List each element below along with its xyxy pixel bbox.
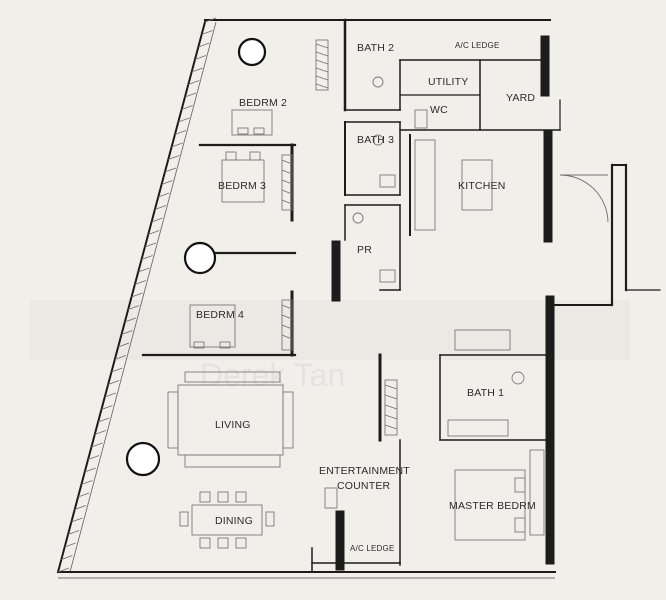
facade-hatch-line xyxy=(181,105,193,110)
label-ac-ledge-bottom: A/C LEDGE xyxy=(350,544,394,553)
label-dining: DINING xyxy=(215,515,253,527)
facade-hatch-line xyxy=(201,30,213,35)
facade-hatch-line xyxy=(171,142,183,148)
label-entertainment-counter: COUNTER xyxy=(337,480,391,492)
facade-hatching xyxy=(57,17,217,573)
column-circle xyxy=(125,441,161,477)
facade-hatch-line xyxy=(148,230,160,235)
watermark-text: Derek Tan xyxy=(200,357,345,393)
wardrobes xyxy=(281,39,545,536)
facade-hatch-line xyxy=(101,405,113,410)
facade-hatch-line xyxy=(204,17,217,23)
facade-hatch-line xyxy=(117,342,130,348)
facade-hatch-line xyxy=(191,67,203,73)
facade-hatch-line xyxy=(131,292,143,298)
label-bath3: BATH 3 xyxy=(357,134,394,146)
facade-hatch-line xyxy=(141,255,153,260)
facade-hatch-line xyxy=(111,367,123,373)
facade-hatch-line xyxy=(188,80,200,85)
facade-hatch-line xyxy=(158,192,170,198)
watermark-band: Derek Tan xyxy=(30,300,630,393)
label-bedrm2: BEDRM 2 xyxy=(239,97,287,109)
label-yard: YARD xyxy=(506,92,535,104)
label-wc: WC xyxy=(430,104,448,116)
facade-hatch-line xyxy=(104,392,116,398)
facade-hatch-line xyxy=(194,55,207,60)
facade-hatch-line xyxy=(121,330,133,335)
facade-hatch-line xyxy=(71,517,83,523)
column-circle xyxy=(237,37,267,67)
label-bath1: BATH 1 xyxy=(467,387,504,399)
facade-hatch-line xyxy=(114,355,126,360)
facade-hatch-line xyxy=(164,167,177,173)
facade-hatch-line xyxy=(128,305,140,310)
facade-hatch-line xyxy=(144,242,157,248)
facade-hatch-line xyxy=(168,155,180,160)
facade-hatch-line xyxy=(74,505,86,510)
label-ac-ledge-top: A/C LEDGE xyxy=(455,41,499,50)
facade-hatch-line xyxy=(184,92,197,98)
facade-hatch-line xyxy=(64,542,76,548)
facade-hatch-line xyxy=(174,130,187,135)
label-living: LIVING xyxy=(215,419,251,431)
facade-hatch-line xyxy=(67,530,80,535)
columns xyxy=(125,37,267,477)
facade-hatch-line xyxy=(107,380,120,385)
label-kitchen: KITCHEN xyxy=(458,180,506,192)
facade-hatch-line xyxy=(178,117,190,123)
facade-hatch-line xyxy=(161,180,173,185)
label-pr: PR xyxy=(357,244,372,256)
facade-hatch-line xyxy=(61,555,73,560)
facade-hatch-line xyxy=(94,430,106,435)
facade-hatch-line xyxy=(97,417,110,423)
facade-hatch-line xyxy=(57,567,70,573)
label-bedrm3: BEDRM 3 xyxy=(218,180,266,192)
facade-hatch-line xyxy=(124,317,136,323)
facade-hatch-line xyxy=(81,480,93,485)
room-labels: BATH 2 A/C LEDGE UTILITY YARD WC BEDRM 2… xyxy=(196,41,536,553)
label-master-bedrm: MASTER BEDRM xyxy=(449,500,536,512)
facade-hatch-line xyxy=(134,280,146,285)
label-bedrm4: BEDRM 4 xyxy=(196,309,244,321)
label-utility: UTILITY xyxy=(428,76,469,88)
facade-hatch-line xyxy=(154,205,167,210)
facade-hatch-line xyxy=(87,455,100,460)
label-bath2: BATH 2 xyxy=(357,42,394,54)
facade-hatch-line xyxy=(151,217,163,223)
interior-walls xyxy=(141,18,661,573)
facade-hatch-line xyxy=(138,267,150,273)
facade-hatch-line xyxy=(91,442,103,448)
label-entertainment: ENTERTAINMENT xyxy=(319,465,410,477)
column-circle xyxy=(183,241,217,275)
facade-hatch-line xyxy=(77,492,90,498)
furniture xyxy=(167,76,526,549)
facade-hatch-line xyxy=(84,467,96,473)
facade-hatch-line xyxy=(198,42,210,48)
